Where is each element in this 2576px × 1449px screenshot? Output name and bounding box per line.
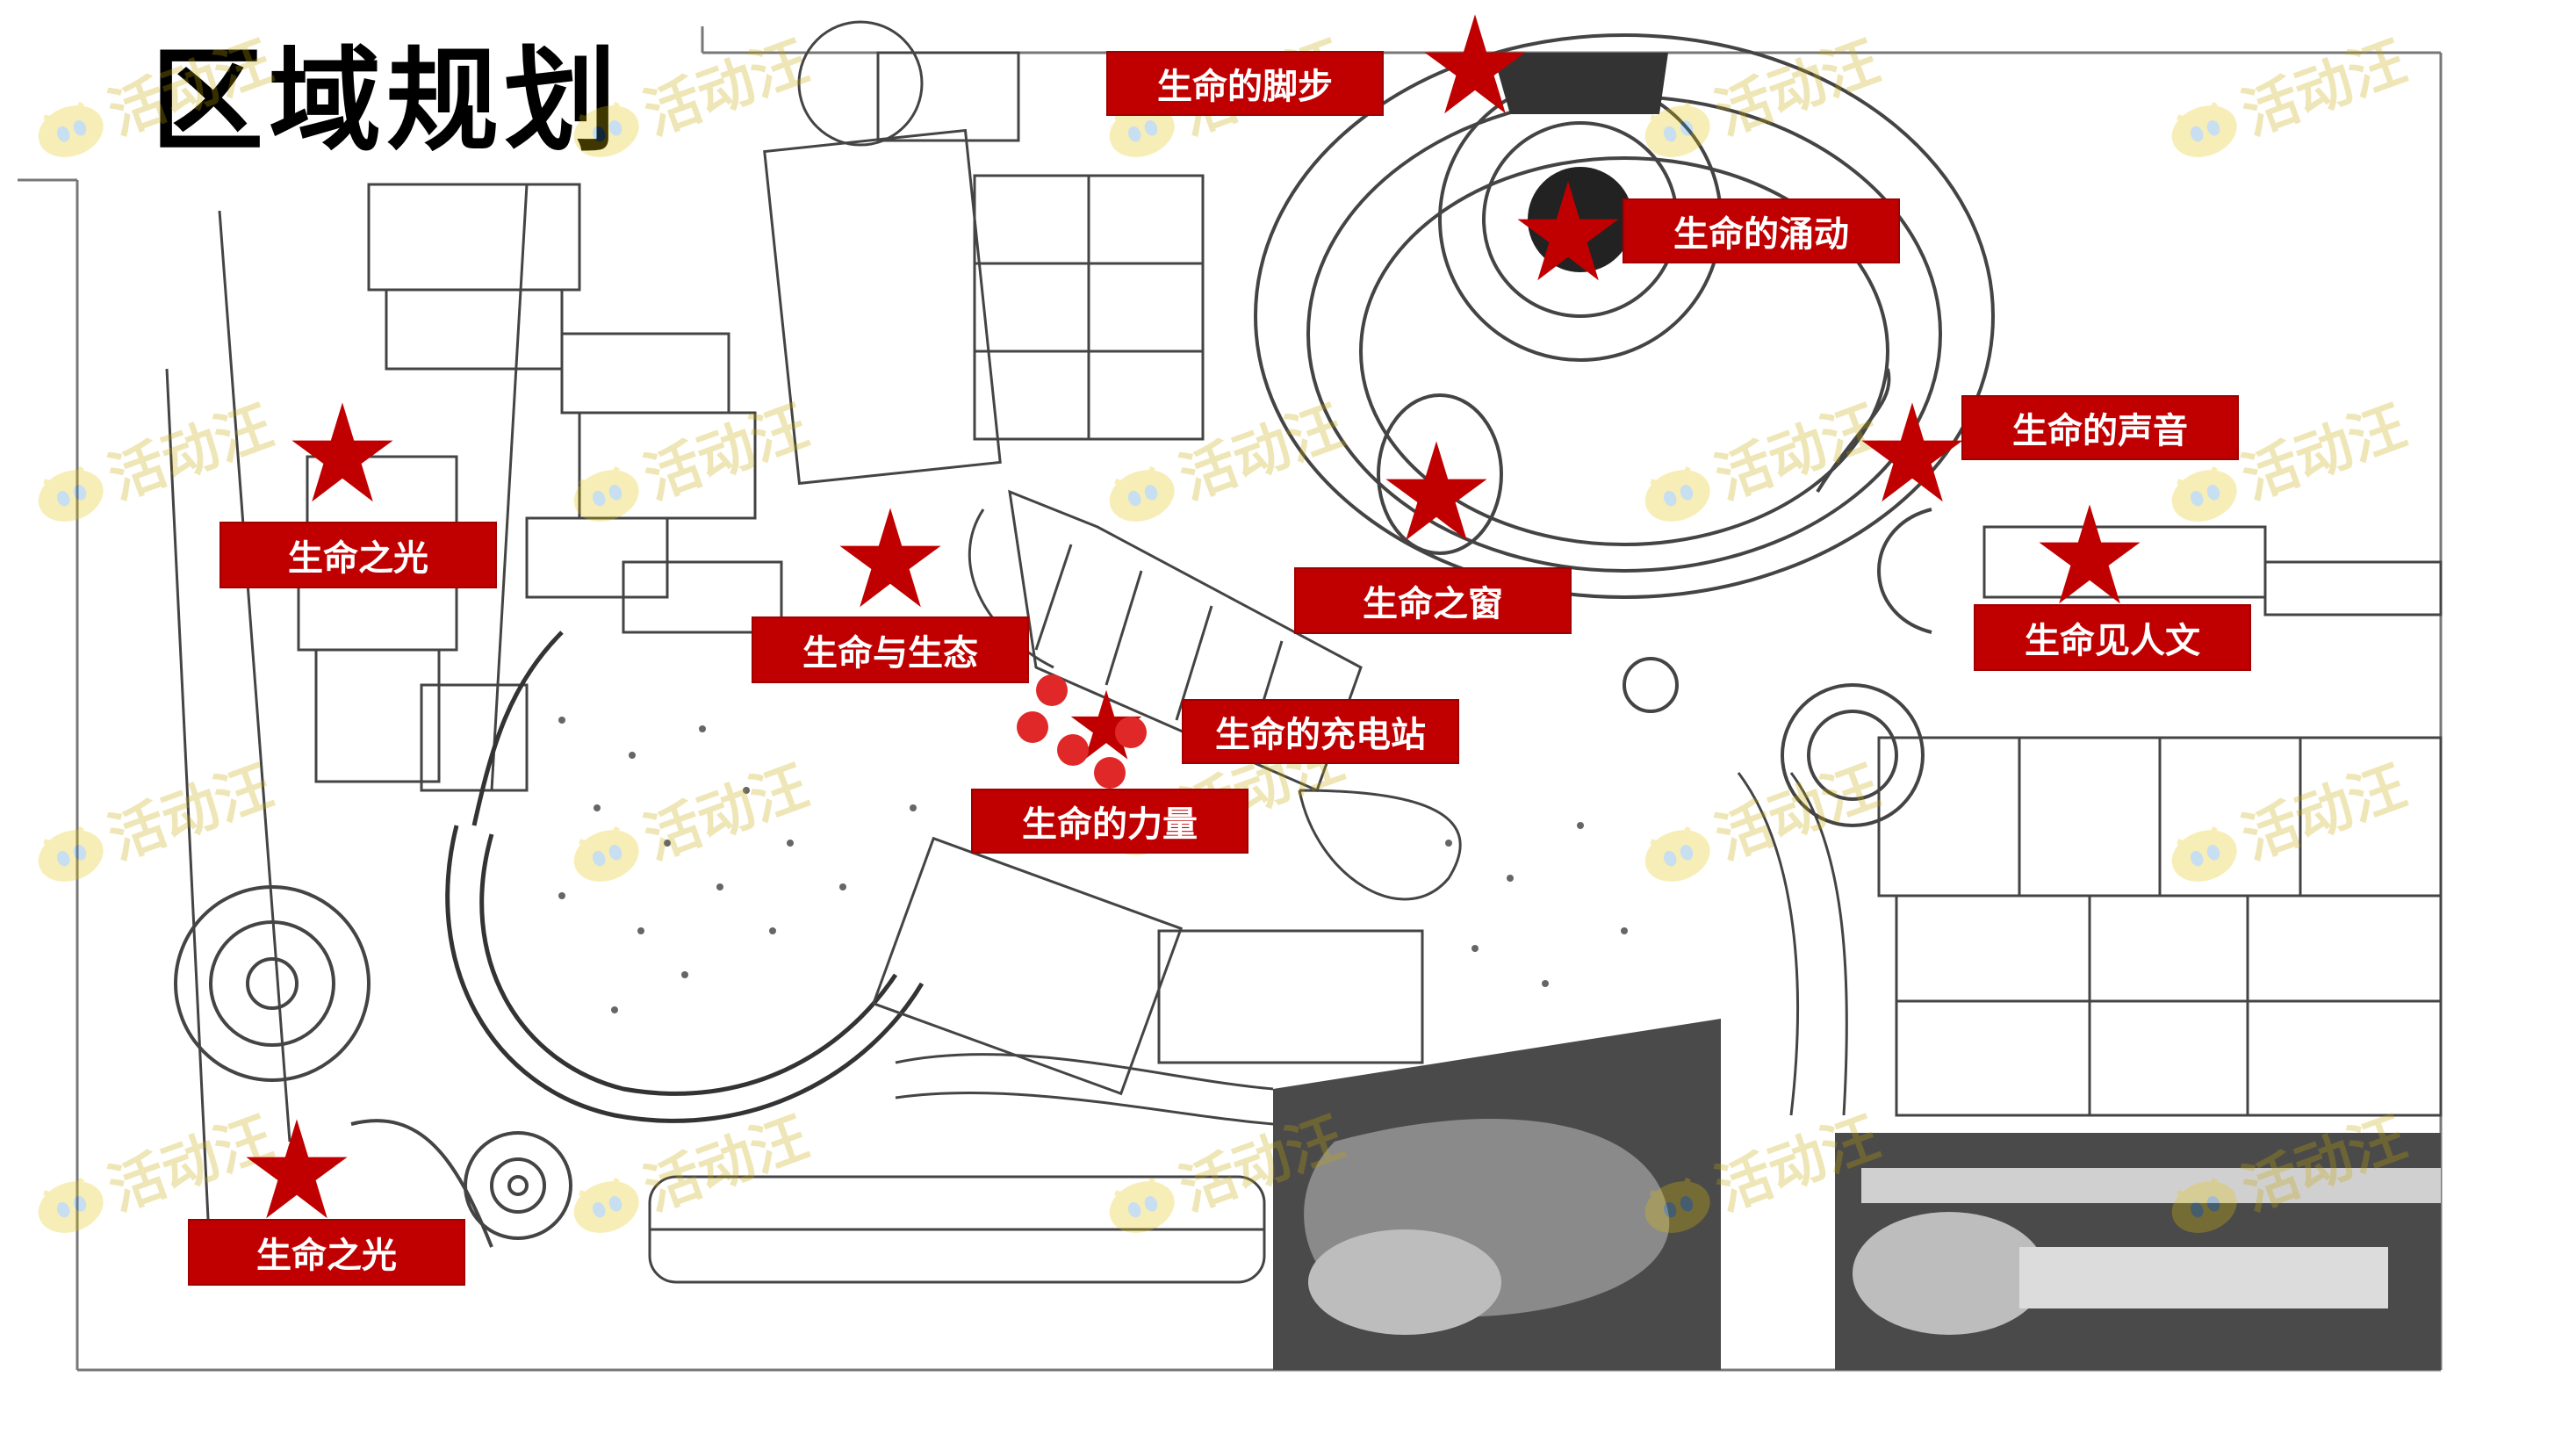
star-icon[interactable] [244, 1117, 349, 1222]
marker-dot [1094, 757, 1126, 789]
star-icon[interactable] [1069, 688, 1143, 762]
mascot-icon [1644, 465, 1710, 522]
watermark: 活动汪 [1627, 1092, 1889, 1254]
star-icon[interactable] [290, 400, 395, 506]
watermark: 活动汪 [1627, 381, 1889, 543]
star-icon[interactable] [1515, 179, 1621, 285]
label-window[interactable]: 生命之窗 [1296, 569, 1570, 632]
mascot-icon [2171, 101, 2237, 157]
mascot-icon [2171, 825, 2237, 882]
watermark: 活动汪 [20, 17, 282, 178]
mascot-icon [1644, 101, 1710, 157]
watermark: 活动汪 [556, 741, 817, 903]
mascot-icon [38, 465, 104, 522]
star-icon[interactable] [838, 506, 943, 611]
mascot-icon [2171, 1177, 2237, 1233]
mascot-icon [38, 825, 104, 882]
watermark: 活动汪 [556, 1092, 817, 1254]
label-surge[interactable]: 生命的涌动 [1624, 200, 1898, 262]
mascot-icon [573, 825, 639, 882]
watermark: 活动汪 [20, 741, 282, 903]
page-title: 区域规划 [151, 36, 622, 167]
label-light-upper[interactable]: 生命之光 [221, 523, 495, 587]
label-light-lower[interactable]: 生命之光 [190, 1221, 464, 1284]
mascot-icon [1644, 825, 1710, 882]
watermark: 活动汪 [556, 17, 817, 178]
label-ecology[interactable]: 生命与生态 [753, 618, 1027, 681]
label-footsteps[interactable]: 生命的脚步 [1108, 53, 1382, 114]
mascot-icon [573, 465, 639, 522]
watermark: 活动汪 [2154, 741, 2415, 903]
star-icon[interactable] [1422, 12, 1528, 118]
mascot-icon [573, 1177, 639, 1233]
mascot-icon [1109, 1177, 1175, 1233]
label-humanity[interactable]: 生命见人文 [1975, 606, 2249, 669]
watermark: 活动汪 [1627, 17, 1889, 178]
star-icon[interactable] [1860, 400, 1965, 506]
mascot-icon [2171, 465, 2237, 522]
watermark: 活动汪 [2154, 381, 2415, 543]
marker-dot [1057, 734, 1089, 766]
watermark: 活动汪 [1091, 1092, 1353, 1254]
label-charging[interactable]: 生命的充电站 [1184, 701, 1457, 762]
star-icon[interactable] [1384, 439, 1489, 544]
watermark: 活动汪 [1091, 381, 1353, 543]
watermark: 活动汪 [556, 381, 817, 543]
watermark: 活动汪 [2154, 1092, 2415, 1254]
mascot-icon [1109, 465, 1175, 522]
mascot-icon [1644, 1177, 1710, 1233]
label-sound[interactable]: 生命的声音 [1963, 397, 2237, 458]
mascot-icon [38, 1177, 104, 1233]
watermark: 活动汪 [2154, 17, 2415, 178]
marker-dot [1036, 674, 1068, 706]
label-power[interactable]: 生命的力量 [973, 790, 1247, 852]
marker-dot [1115, 717, 1147, 748]
watermark: 活动汪 [20, 1092, 282, 1254]
watermark: 活动汪 [20, 381, 282, 543]
mascot-icon [38, 101, 104, 157]
star-icon[interactable] [2037, 502, 2142, 608]
mascot-icon [573, 101, 639, 157]
watermark: 活动汪 [1627, 741, 1889, 903]
marker-dot [1017, 711, 1048, 743]
